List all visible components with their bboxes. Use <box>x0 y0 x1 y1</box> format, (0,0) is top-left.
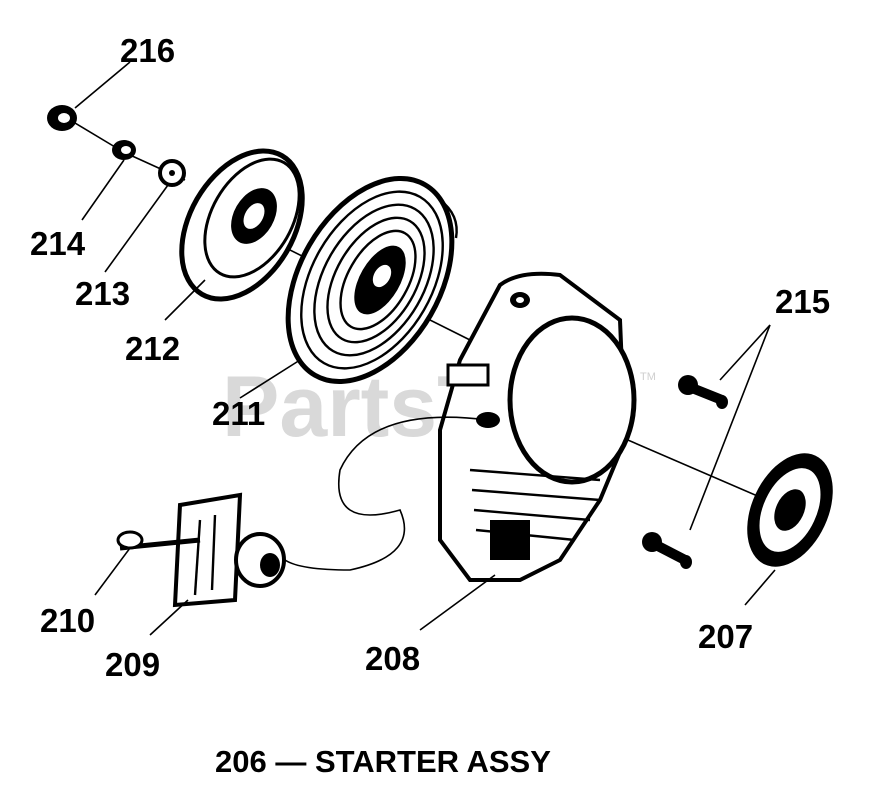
washer-icon <box>112 140 136 160</box>
recoil-spring-icon <box>285 176 458 384</box>
leader-lines <box>74 61 776 636</box>
label-215: 215 <box>775 283 830 320</box>
decal-icon <box>747 453 833 567</box>
handle-icon <box>172 492 286 608</box>
label-211: 211 <box>212 395 265 432</box>
label-210: 210 <box>40 602 95 639</box>
spring-washer-icon <box>158 159 186 187</box>
nut-icon <box>47 105 77 131</box>
diagram-caption: 206 — STARTER ASSY <box>215 744 551 779</box>
label-216: 216 <box>120 32 175 69</box>
label-209: 209 <box>105 646 160 683</box>
label-207: 207 <box>698 618 753 655</box>
starter-housing-icon <box>438 271 637 582</box>
label-214: 214 <box>30 225 86 262</box>
part-labels: 216 214 213 212 211 215 210 209 208 207 <box>30 32 830 683</box>
screw-icon <box>642 375 728 569</box>
label-213: 213 <box>75 275 130 312</box>
watermark-tm: TM <box>640 371 656 383</box>
starter-rope <box>284 416 489 571</box>
label-208: 208 <box>365 640 420 677</box>
pulley-icon <box>179 148 305 302</box>
label-212: 212 <box>125 330 180 367</box>
